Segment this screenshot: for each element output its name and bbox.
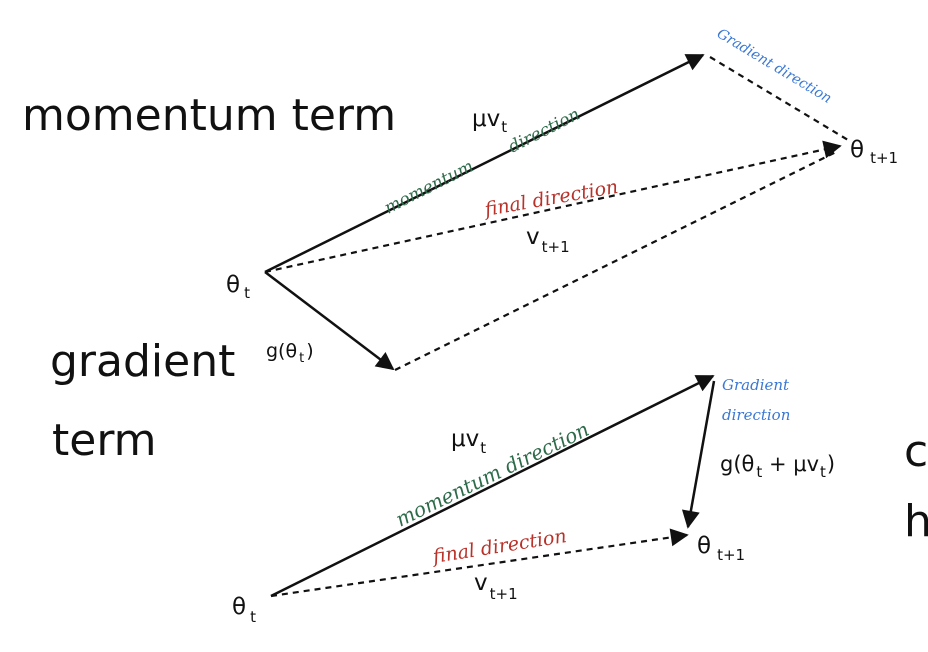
- top-gradient-direction-hand: Gradient direction: [714, 26, 834, 107]
- bottom-momentum-direction-hand: momentum direction: [392, 417, 593, 532]
- bottom-momentum-arrow: [270, 374, 715, 598]
- right-cut-h: h: [904, 496, 928, 547]
- top-momentum-arrow: [264, 53, 705, 274]
- top-final-direction-hand: final direction: [481, 176, 620, 221]
- gradient-word-label: gradient: [50, 336, 236, 387]
- bottom-mu-v: μvt: [451, 426, 486, 457]
- bottom-gradient-hand-line2: direction: [722, 406, 790, 424]
- bottom-gradient-arrow: [681, 380, 716, 529]
- bottom-gradient-hand-line1: Gradient: [722, 376, 790, 394]
- momentum-term-label: momentum term: [22, 90, 397, 141]
- term-word-label: term: [52, 415, 157, 466]
- bottom-final-arrow: [270, 528, 689, 598]
- right-cut-c: c: [904, 426, 928, 477]
- top-direction-hand: direction: [505, 104, 583, 157]
- top-mu-v: μvt: [472, 106, 507, 136]
- top-gradient-arrow: [264, 271, 395, 371]
- top-gradient-dashed: [709, 56, 849, 141]
- top-momentum-dashed: [394, 151, 837, 371]
- top-momentum-hand: momentum: [381, 156, 477, 218]
- bottom-final-direction-hand: final direction: [429, 525, 568, 568]
